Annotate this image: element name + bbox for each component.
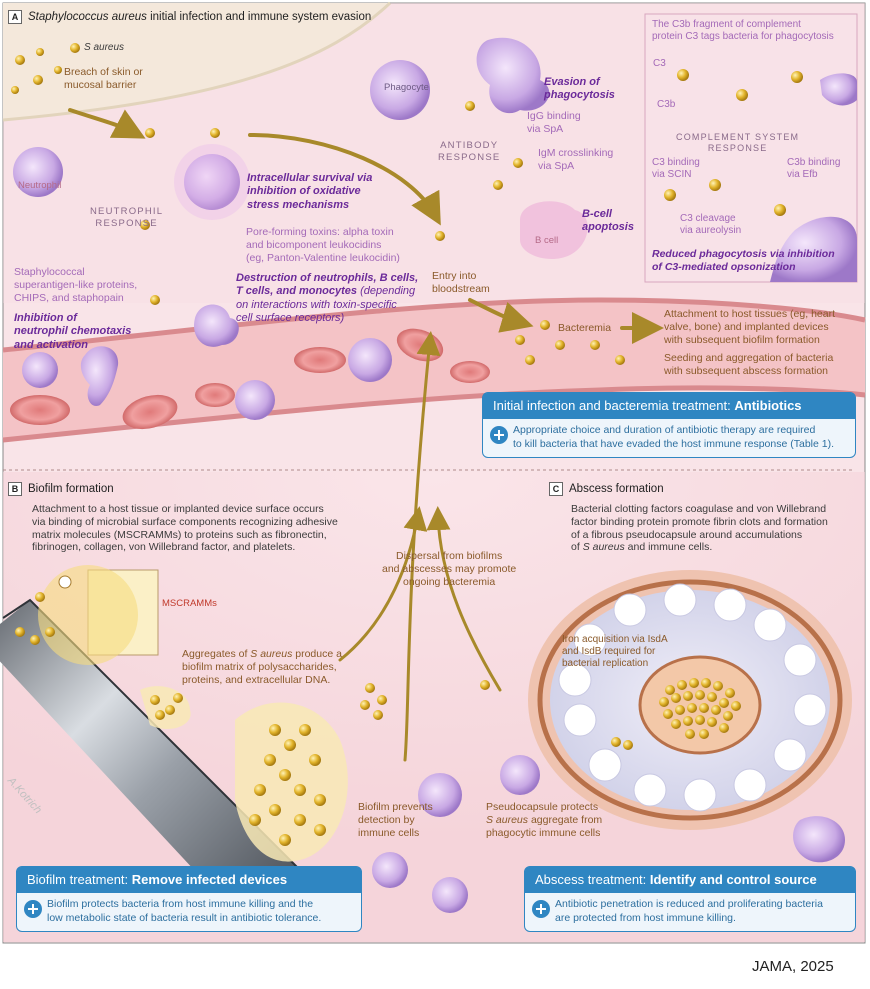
superantigen-label: Staphylococcal superantigen-like protein… xyxy=(14,266,138,304)
biofilm-description: Attachment to a host tissue or implanted… xyxy=(32,503,338,554)
initial-treatment-heading: Initial infection and bacteremia treatme… xyxy=(483,393,855,419)
attachment-label: Attachment to host tissues (eg, heart va… xyxy=(664,308,836,346)
pore-forming-toxins-label: Pore-forming toxins: alpha toxin and bic… xyxy=(246,226,400,264)
scin-label: C3 binding via SCIN xyxy=(652,157,700,181)
inhibition-chemotaxis-label: Inhibition of neutrophil chemotaxis and … xyxy=(14,312,132,351)
biofilm-treatment-heading: Biofilm treatment: Remove infected devic… xyxy=(17,867,361,893)
entry-bloodstream-label: Entry into bloodstream xyxy=(432,270,490,295)
intracellular-survival-label: Intracellular survival via inhibition of… xyxy=(247,172,373,211)
initial-treatment-box: Initial infection and bacteremia treatme… xyxy=(482,392,856,458)
panel-b-tag: B xyxy=(8,482,22,496)
biofilm-bacteria xyxy=(15,592,545,846)
aggregates-label: Aggregates of S aureus produce a biofilm… xyxy=(182,648,342,686)
neutrophil-response-label: NEUTROPHIL RESPONSE xyxy=(90,206,164,229)
b-cell-apoptosis-label: B-cell apoptosis xyxy=(582,208,634,234)
c3-label: C3 xyxy=(653,58,666,69)
seeding-label: Seeding and aggregation of bacteria with… xyxy=(664,352,834,377)
panel-c-tag: C xyxy=(549,482,563,496)
neutrophil-label: Neutrophil xyxy=(18,180,62,191)
breach-label: Breach of skin or mucosal barrier xyxy=(64,66,143,91)
cleavage-label: C3 cleavage via aureolysin xyxy=(680,213,742,237)
legend-s-aureus: S aureus xyxy=(84,42,125,53)
bacteremia-label: Bacteremia xyxy=(558,322,612,334)
destruction-label: Destruction of neutrophils, B cells, T c… xyxy=(236,272,419,325)
plus-icon xyxy=(532,900,550,918)
bacteria-cluster-top xyxy=(11,43,803,365)
pseudocapsule-label: Pseudocapsule protects S aureus aggregat… xyxy=(486,801,603,839)
biofilm-treatment-box: Biofilm treatment: Remove infected devic… xyxy=(16,866,362,932)
complement-response-label: COMPLEMENT SYSTEM RESPONSE xyxy=(676,132,800,153)
initial-treatment-body: Appropriate choice and duration of antib… xyxy=(513,424,835,450)
plus-icon xyxy=(24,900,42,918)
evasion-phagocytosis-label: Evasion of phagocytosis xyxy=(544,76,615,102)
c3b-label: C3b xyxy=(657,99,676,110)
igg-binding-label: IgG binding via SpA xyxy=(527,110,581,135)
abscess-treatment-box: Abscess treatment: Identify and control … xyxy=(524,866,856,932)
complement-intro: The C3b fragment of complement protein C… xyxy=(652,19,834,43)
iron-acquisition-label: Iron acquisition via IsdA and IsdB requi… xyxy=(562,634,668,670)
abscess-treatment-body: Antibiotic penetration is reduced and pr… xyxy=(555,898,823,924)
reduced-phagocytosis-label: Reduced phagocytosis via inhibition of C… xyxy=(652,248,835,273)
dispersal-label: Dispersal from biofilms and abscesses ma… xyxy=(382,550,517,588)
abscess-description: Bacterial clotting factors coagulase and… xyxy=(571,503,828,554)
plus-icon xyxy=(490,426,508,444)
phagocyte-label: Phagocyte xyxy=(384,82,429,93)
igm-crosslinking-label: IgM crosslinking via SpA xyxy=(538,147,614,172)
abscess-immune-cells xyxy=(558,583,827,812)
abscess-bacteria xyxy=(611,678,741,750)
mscramms-label: MSCRAMMs xyxy=(162,598,217,609)
b-cell-label: B cell xyxy=(535,235,559,246)
credit: JAMA, 2025 xyxy=(752,958,834,975)
panel-a-tag: A xyxy=(8,10,22,24)
efb-label: C3b binding via Efb xyxy=(787,157,841,181)
abscess-treatment-heading: Abscess treatment: Identify and control … xyxy=(525,867,855,893)
biofilm-prevents-label: Biofilm prevents detection by immune cel… xyxy=(358,801,433,839)
biofilm-treatment-body: Biofilm protects bacteria from host immu… xyxy=(47,898,322,924)
antibody-response-label: ANTIBODY RESPONSE xyxy=(438,140,501,163)
